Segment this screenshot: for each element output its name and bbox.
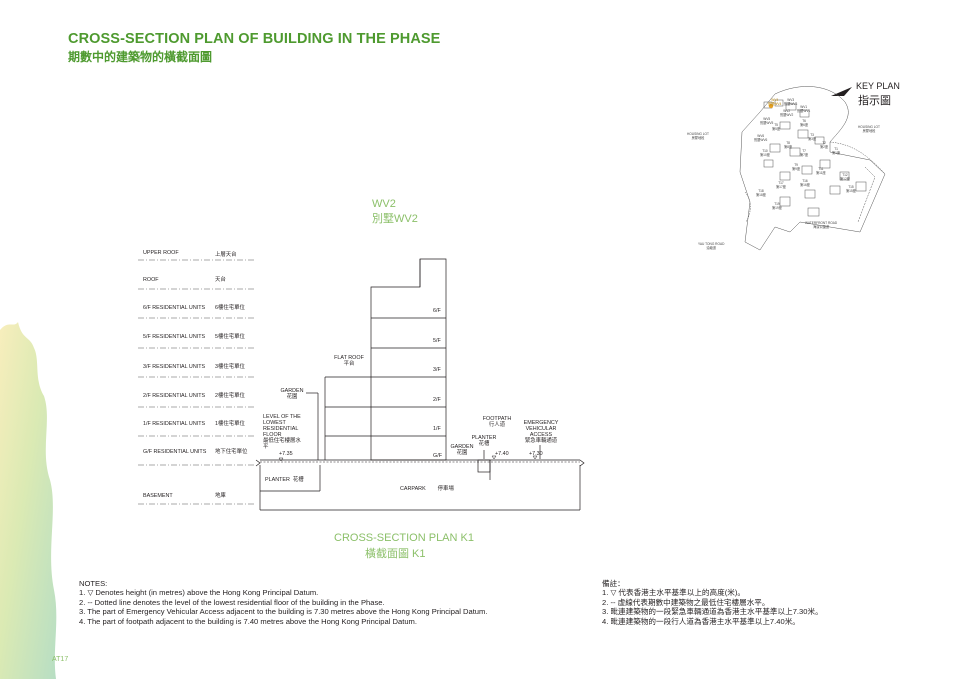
notes-heading: NOTES: [79, 579, 108, 588]
floor-label-1f-zh: 1樓住宅單位 [215, 421, 245, 427]
floor-mark-gf: G/F [433, 453, 442, 459]
level-value-footpath: +7.40 [495, 451, 509, 457]
note-item: 4. The part of footpath adjacent to the … [79, 616, 417, 626]
note-item-chinese: 3. 毗連建築物的一段緊急車輛通道為香港主水平基準以上7.30米。 [602, 607, 823, 617]
page-title: CROSS-SECTION PLAN OF BUILDING IN THE PH… [68, 31, 441, 47]
floor-mark-3f: 3/F [433, 367, 441, 373]
floor-label-gf: G/F RESIDENTIAL UNITS [143, 449, 207, 455]
floor-label-2f: 2/F RESIDENTIAL UNITS [143, 393, 206, 399]
section-title-chinese: 別墅WV2 [372, 213, 418, 225]
floor-label-5f: 5/F RESIDENTIAL UNITS [143, 334, 206, 340]
floor-label-gf-zh: 地下住宅單位 [215, 449, 248, 455]
level-value-left: +7.35 [279, 451, 293, 457]
note-item: 3. The part of Emergency Vehicular Acces… [79, 607, 488, 617]
notes-english: NOTES: 1. ▽ Denotes height (in metres) a… [79, 579, 487, 626]
page-title-chinese: 期數中的建築物的橫截面圖 [68, 50, 213, 64]
floor-label-basement: BASEMENT [143, 493, 173, 499]
note-item-chinese: 2. -- 虛線代表期數中建築物之最低住宅樓層水平。 [602, 597, 770, 607]
notes-chinese: 備註： 1. ▽ 代表香港主水平基準以上的高度(米)。 2. -- 虛線代表期數… [602, 579, 823, 626]
floor-mark-1f: 1/F [433, 426, 441, 432]
level-value-eva: +7.30 [529, 451, 543, 457]
carpark-label: CARPARK 停車場 [400, 486, 454, 492]
floor-label-5f-zh: 5樓住宅單位 [215, 334, 245, 340]
plan-title: CROSS-SECTION PLAN K1 [334, 532, 474, 544]
key-plan-label-chinese: 指示圖 [858, 95, 891, 107]
section-title: WV2 [372, 198, 396, 210]
floor-label-roof: ROOF [143, 277, 159, 283]
note-item: 2. -- Dotted line denotes the level of t… [79, 597, 385, 607]
plan-title-chinese: 橫截面圖 K1 [365, 548, 426, 560]
floor-mark-6f: 6/F [433, 308, 441, 314]
page-number: AT17 [52, 656, 69, 663]
note-item-chinese: 4. 毗連建築物的一段行人道為香港主水平基準以上7.40米。 [602, 616, 800, 626]
floor-label-basement-zh: 地庫 [215, 493, 226, 499]
planter-left-label: PLANTER 花槽 [265, 477, 304, 483]
key-plan-map [739, 86, 886, 251]
floor-label-6f: 6/F RESIDENTIAL UNITS [143, 305, 206, 311]
watercolor-wash [0, 322, 57, 679]
floor-label-3f: 3/F RESIDENTIAL UNITS [143, 364, 206, 370]
note-item-chinese: 1. ▽ 代表香港主水平基準以上的高度(米)。 [602, 588, 745, 598]
notes-heading-chinese: 備註： [602, 579, 625, 588]
north-arrow-icon [831, 87, 852, 96]
floor-mark-2f: 2/F [433, 397, 441, 403]
floor-label-6f-zh: 6樓住宅單位 [215, 305, 245, 311]
floor-label-2f-zh: 2樓住宅單位 [215, 393, 245, 399]
floor-label-upper-roof: UPPER ROOF [143, 250, 179, 256]
floor-label-roof-zh: 天台 [215, 277, 226, 283]
floor-mark-5f: 5/F [433, 338, 441, 344]
floor-label-3f-zh: 3樓住宅單位 [215, 364, 245, 370]
floor-label-1f: 1/F RESIDENTIAL UNITS [143, 421, 206, 427]
floor-label-upper-roof-zh: 上層天台 [215, 252, 237, 258]
note-item: 1. ▽ Denotes height (in metres) above th… [79, 588, 319, 598]
key-plan-label: KEY PLAN [856, 81, 900, 91]
